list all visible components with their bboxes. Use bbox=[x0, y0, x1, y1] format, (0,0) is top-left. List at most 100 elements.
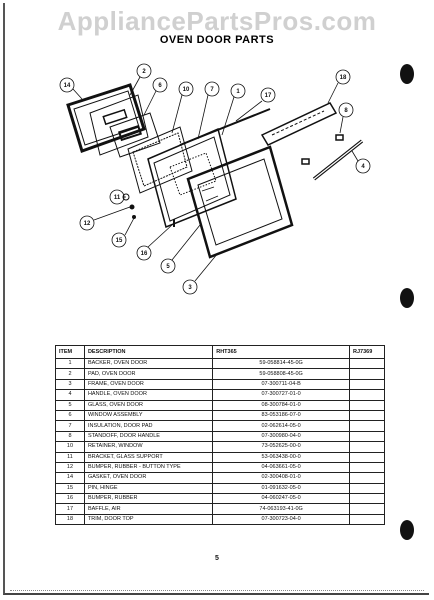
description-cell: BUMPER, RUBBER bbox=[83, 493, 214, 505]
standoff-right-drawing bbox=[335, 134, 344, 141]
part-number-cell: 83-053186-07-0 bbox=[212, 409, 351, 422]
rj7369-cell bbox=[349, 389, 385, 401]
rj7369-cell bbox=[349, 472, 385, 484]
standoff-left-drawing bbox=[301, 158, 310, 165]
window-assembly-drawing bbox=[109, 112, 161, 158]
watermark: AppliancePartsPros.com bbox=[57, 6, 377, 36]
item-cell: 7 bbox=[55, 420, 85, 432]
rj7369-cell bbox=[349, 420, 385, 432]
item-cell: 14 bbox=[55, 472, 85, 484]
description-cell: HANDLE, OVEN DOOR bbox=[83, 389, 214, 401]
part-number-cell: 07-300980-04-0 bbox=[212, 430, 351, 443]
callout-2: 2 bbox=[142, 69, 146, 75]
frame-drawing bbox=[186, 145, 294, 259]
rj7369-cell bbox=[349, 451, 385, 463]
part-number-cell: 07-300711-04-B bbox=[212, 378, 351, 391]
description-cell: BUMPER, RUBBER - BUTTON TYPE bbox=[83, 461, 214, 474]
rj7369-cell bbox=[349, 430, 385, 443]
exploded-parts-diagram: 14 2 6 10 7 1 17 18 8 4 11 12 15 16 5 3 bbox=[40, 55, 420, 295]
callout-5: 5 bbox=[166, 264, 170, 270]
description-cell: INSULATION, DOOR PAD bbox=[83, 420, 214, 432]
callout-17: 17 bbox=[265, 93, 272, 99]
page-title: OVEN DOOR PARTS bbox=[159, 34, 275, 46]
item-cell: 11 bbox=[55, 451, 85, 463]
item-cell: 10 bbox=[55, 441, 85, 453]
part-number-cell: 07-300723-04-0 bbox=[212, 513, 351, 526]
callout-15: 15 bbox=[116, 238, 123, 244]
insulation-drawing bbox=[127, 126, 193, 194]
item-cell: 3 bbox=[55, 378, 85, 391]
description-cell: RETAINER, WINDOW bbox=[83, 441, 214, 453]
item-cell: 17 bbox=[55, 503, 85, 515]
part-number-cell: 08-300784-01-0 bbox=[212, 399, 351, 411]
callout-1: 1 bbox=[236, 89, 240, 95]
bumper-button-drawing bbox=[129, 204, 135, 210]
part-number-cell: 74-063193-41-0G bbox=[212, 503, 351, 515]
gasket-drawing bbox=[66, 83, 146, 153]
description-cell: BAFFLE, AIR bbox=[83, 503, 214, 515]
description-cell: FRAME, OVEN DOOR bbox=[83, 378, 214, 391]
rj7369-cell bbox=[349, 503, 385, 515]
description-cell: TRIM, DOOR TOP bbox=[83, 513, 214, 526]
header-model-rj7369: RJ7369 bbox=[349, 345, 385, 359]
part-number-cell: 73-052625-00-0 bbox=[212, 441, 351, 453]
table-header-row: ITEM DESCRIPTION RHT365 RJ7369 bbox=[55, 345, 385, 359]
scan-bottom-edge bbox=[10, 590, 424, 593]
baffle-drawing bbox=[179, 108, 271, 146]
description-cell: PIN, HINGE bbox=[83, 482, 214, 495]
part-number-cell: 02-062614-05-0 bbox=[212, 420, 351, 432]
callout-4: 4 bbox=[361, 164, 365, 170]
part-number-cell: 02-300408-01-0 bbox=[212, 472, 351, 484]
item-cell: 1 bbox=[55, 357, 85, 370]
description-cell: GASKET, OVEN DOOR bbox=[83, 472, 214, 484]
callout-6: 6 bbox=[158, 83, 162, 89]
binder-hole-top bbox=[400, 64, 414, 84]
header-model-rht365: RHT365 bbox=[212, 345, 351, 359]
description-cell: GLASS, OVEN DOOR bbox=[83, 399, 214, 411]
rj7369-cell bbox=[349, 513, 385, 526]
item-cell: 12 bbox=[55, 461, 85, 474]
callout-14: 14 bbox=[64, 83, 71, 89]
callout-7: 7 bbox=[210, 87, 214, 93]
rj7369-cell bbox=[349, 441, 385, 453]
part-number-cell: 53-063438-00-0 bbox=[212, 451, 351, 463]
rj7369-cell bbox=[349, 409, 385, 422]
rj7369-cell bbox=[349, 482, 385, 495]
binder-hole-middle bbox=[400, 288, 414, 308]
rj7369-cell bbox=[349, 461, 385, 474]
part-number-cell: 59-058814-45-0G bbox=[212, 357, 351, 370]
part-number-cell: 04-060247-05-0 bbox=[212, 493, 351, 505]
callout-11: 11 bbox=[114, 195, 121, 201]
part-number-cell: 07-300727-01-0 bbox=[212, 389, 351, 401]
page-border bbox=[3, 3, 429, 595]
rj7369-cell bbox=[349, 378, 385, 391]
item-cell: 5 bbox=[55, 399, 85, 411]
callout-8: 8 bbox=[344, 108, 348, 114]
item-cell: 6 bbox=[55, 409, 85, 422]
header-description: DESCRIPTION bbox=[83, 345, 214, 359]
item-cell: 15 bbox=[55, 482, 85, 495]
callout-18: 18 bbox=[340, 75, 347, 81]
callout-16: 16 bbox=[141, 251, 148, 257]
item-cell: 8 bbox=[55, 430, 85, 443]
description-cell: WINDOW ASSEMBLY bbox=[83, 409, 214, 422]
callout-3: 3 bbox=[188, 285, 192, 291]
trim-drawing bbox=[260, 102, 338, 146]
bracket-drawing bbox=[122, 193, 130, 201]
